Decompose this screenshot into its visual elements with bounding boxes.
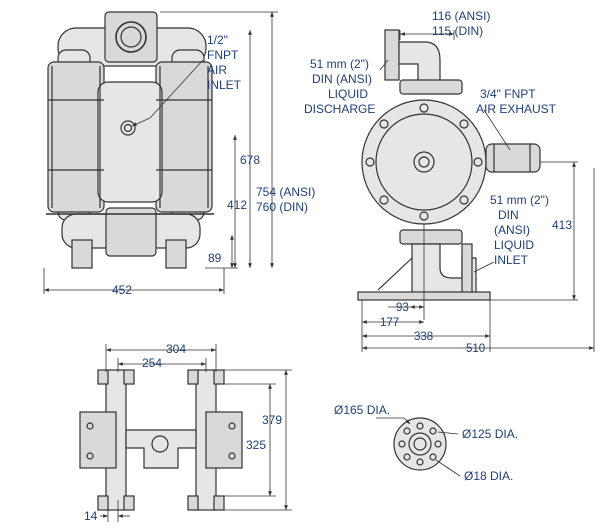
air-inlet-label-3: AIR [207, 63, 227, 77]
flange-dia-18: Ø18 DIA. [464, 469, 513, 483]
exhaust-label-2: AIR EXHAUST [476, 102, 557, 116]
front-discharge-port [115, 21, 147, 53]
flange-dia-125: Ø125 DIA. [462, 427, 518, 441]
front-base-height-label: 89 [208, 251, 222, 265]
front-view: 452 89 412 678 754 (ANSI) 760 (DIN) 1/2"… [43, 11, 315, 297]
air-inlet-label-4: INLET [207, 78, 242, 92]
side-dim-510: 510 [466, 343, 485, 355]
side-discharge-width-ansi: 116 (ANSI) [432, 9, 490, 23]
front-mid-height-label: 412 [227, 198, 247, 212]
air-inlet-label-2: FNPT [207, 48, 239, 62]
side-air-exhaust [485, 143, 541, 173]
side-inlet-height-label: 413 [552, 218, 572, 232]
discharge-label-2: DIN (ANSI) [312, 72, 372, 86]
inlet-label-2: DIN [498, 208, 519, 222]
side-pump-body [361, 99, 487, 225]
exhaust-label-1: 3/4" FNPT [480, 87, 536, 101]
side-dim-93: 93 [396, 302, 409, 314]
front-center-body [97, 81, 163, 203]
side-view: 116 (ANSI) 115 (DIN) 51 mm (2") DIN (ANS… [304, 9, 595, 355]
side-dim-177: 177 [380, 317, 399, 329]
front-total-height-label: 678 [240, 153, 260, 167]
front-height-ansi-label: 754 (ANSI) [256, 185, 315, 199]
air-inlet-label-1: 1/2" [207, 33, 228, 47]
inlet-label-3: (ANSI) [494, 223, 530, 237]
flange-dia-165: Ø165 DIA. [334, 403, 390, 417]
front-height-din-label: 760 (DIN) [256, 200, 308, 214]
front-top-flange [104, 11, 158, 63]
discharge-label-3: LIQUID [328, 87, 368, 101]
base-dim-254: 254 [142, 356, 162, 370]
base-view: 304 254 379 325 14 [79, 342, 292, 523]
discharge-label-1: 51 mm (2") [310, 57, 369, 71]
inlet-label-5: INLET [494, 253, 529, 267]
discharge-label-4: DISCHARGE [304, 102, 375, 116]
front-right-chamber [155, 61, 213, 213]
flange-view: Ø165 DIA. Ø125 DIA. Ø18 DIA. [334, 403, 518, 483]
inlet-label-1: 51 mm (2") [490, 193, 549, 207]
front-left-chamber [47, 61, 105, 213]
front-width-label: 452 [112, 283, 132, 297]
base-dim-379: 379 [262, 413, 282, 427]
base-dim-325: 325 [246, 438, 266, 452]
base-dim-14: 14 [84, 509, 98, 523]
side-dim-338: 338 [414, 331, 433, 343]
inlet-label-4: LIQUID [494, 238, 534, 252]
base-dim-304: 304 [166, 342, 186, 356]
side-discharge-width-din: 115 (DIN) [432, 24, 483, 38]
flange-outer [393, 417, 447, 471]
front-air-inlet-port [120, 120, 136, 136]
